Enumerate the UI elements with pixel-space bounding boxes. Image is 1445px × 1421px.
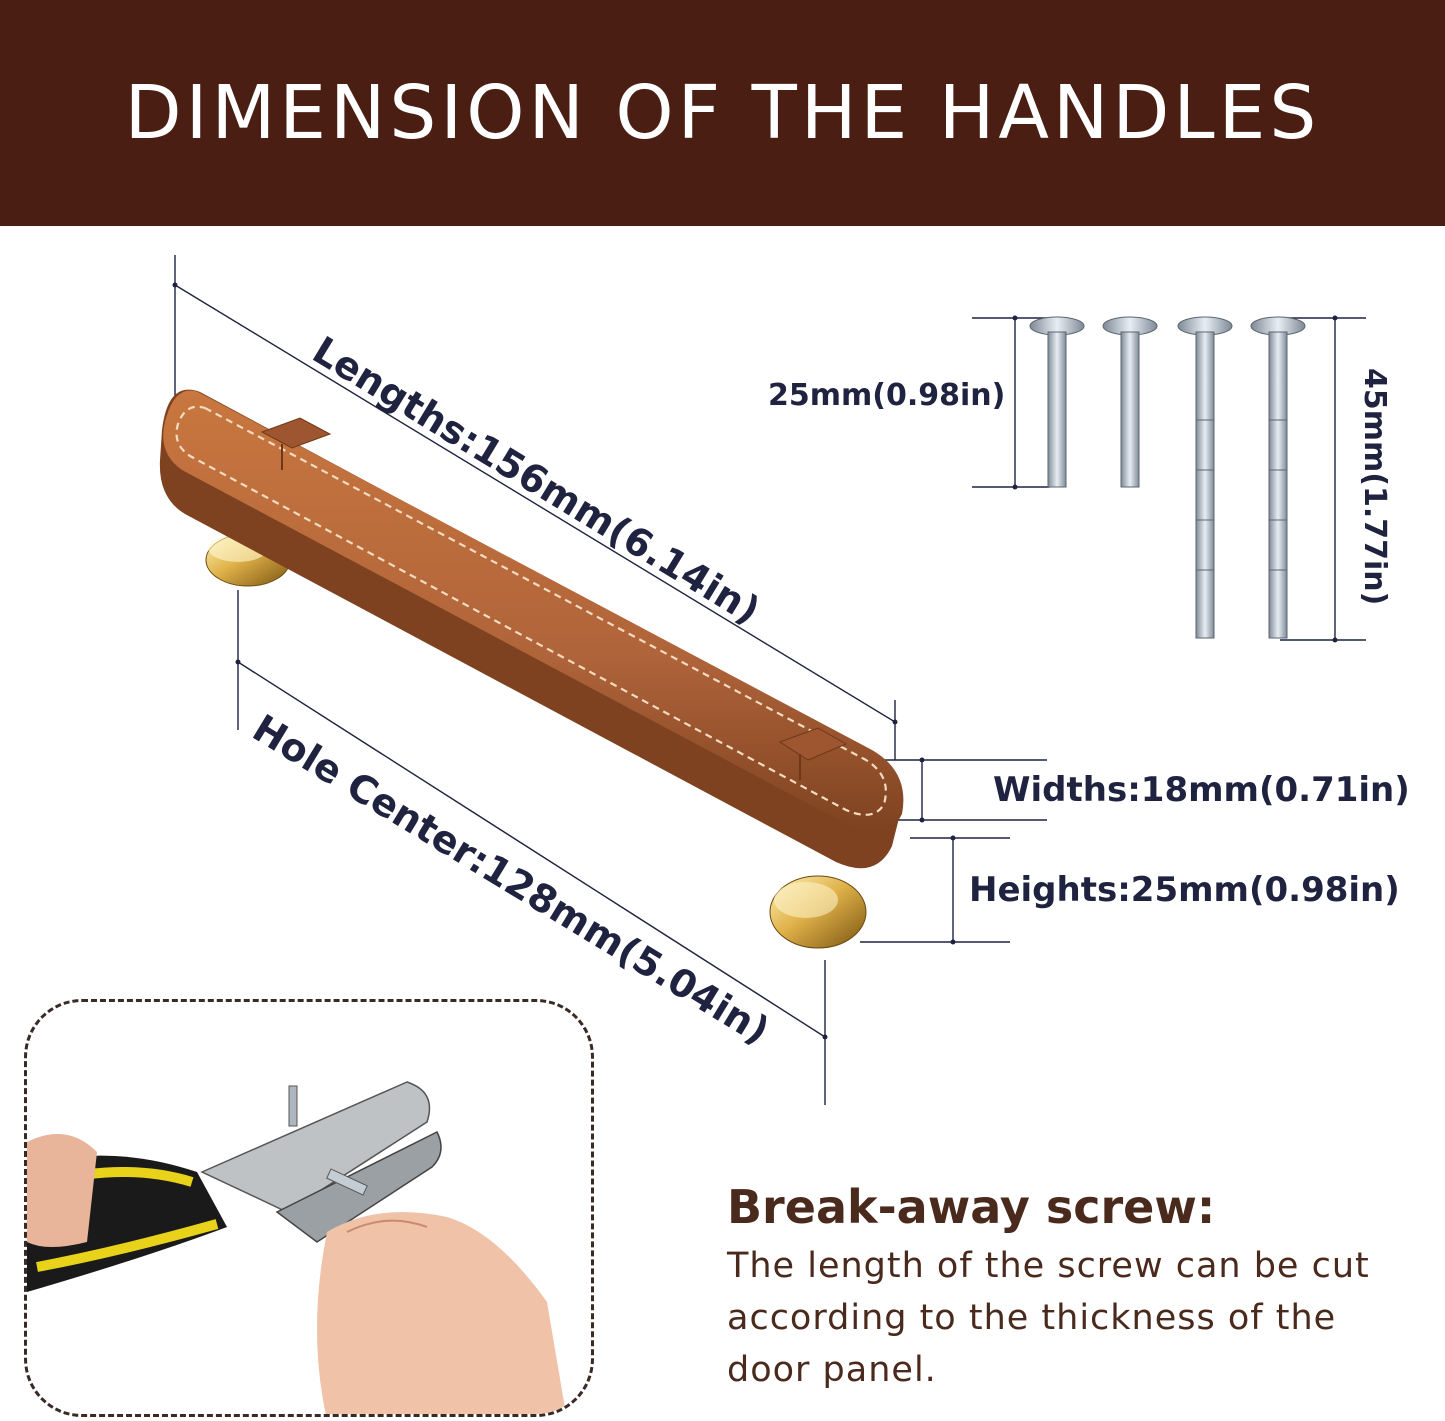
header-banner: DIMENSION OF THE HANDLES xyxy=(0,0,1445,226)
page-title: DIMENSION OF THE HANDLES xyxy=(124,70,1321,156)
screw-short-2 xyxy=(1102,316,1158,488)
breakaway-description: The length of the screw can be cut accor… xyxy=(727,1246,1370,1390)
pliers-hand-illustration xyxy=(27,1081,566,1414)
screw-short-1 xyxy=(1029,316,1085,488)
height-label: Heights:25mm(0.98in) xyxy=(969,870,1400,910)
screw-long-2 xyxy=(1250,316,1306,639)
screw-long-1 xyxy=(1177,316,1233,639)
width-label: Widths:18mm(0.71in) xyxy=(993,770,1410,810)
leather-handle xyxy=(159,389,904,869)
dimension-lines xyxy=(174,255,1366,1105)
screw-short-label: 25mm(0.98in) xyxy=(768,378,1006,413)
breakaway-title: Break-away screw: xyxy=(727,1180,1216,1234)
screw-long-label: 45mm(1.77in) xyxy=(1357,368,1392,606)
breakaway-photo-frame xyxy=(24,999,594,1417)
gold-foot-right xyxy=(769,875,867,949)
dimension-dots xyxy=(172,282,1338,1040)
